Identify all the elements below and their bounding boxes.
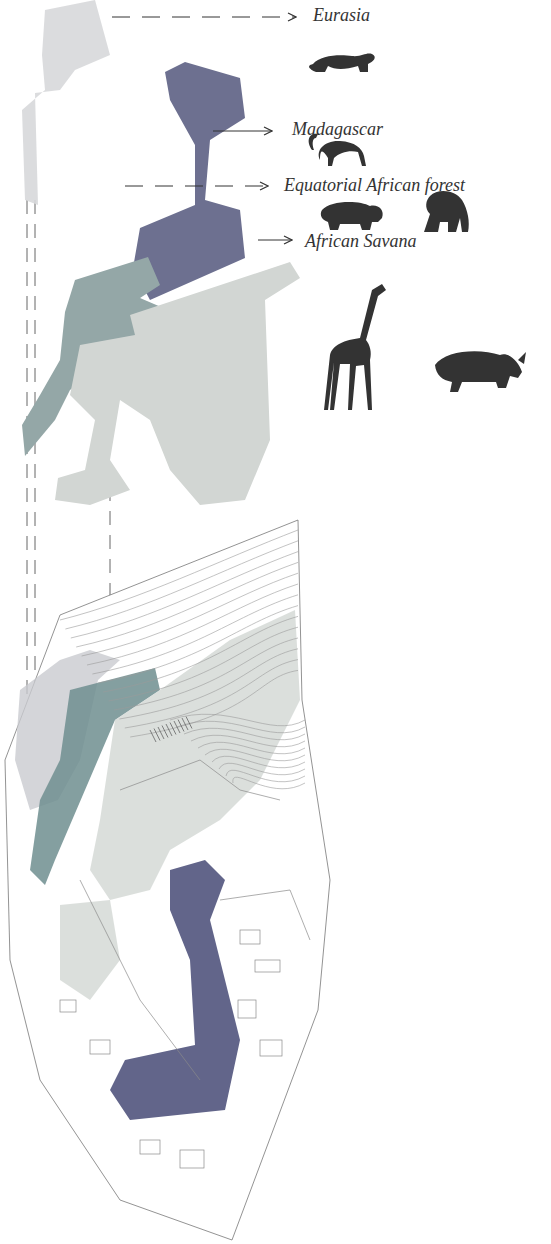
zone-label: Equatorial African forest (284, 176, 465, 194)
zone-label: Madagascar (292, 120, 383, 138)
zone-label: Eurasia (313, 6, 370, 24)
zone-label: African Savana (305, 232, 416, 250)
